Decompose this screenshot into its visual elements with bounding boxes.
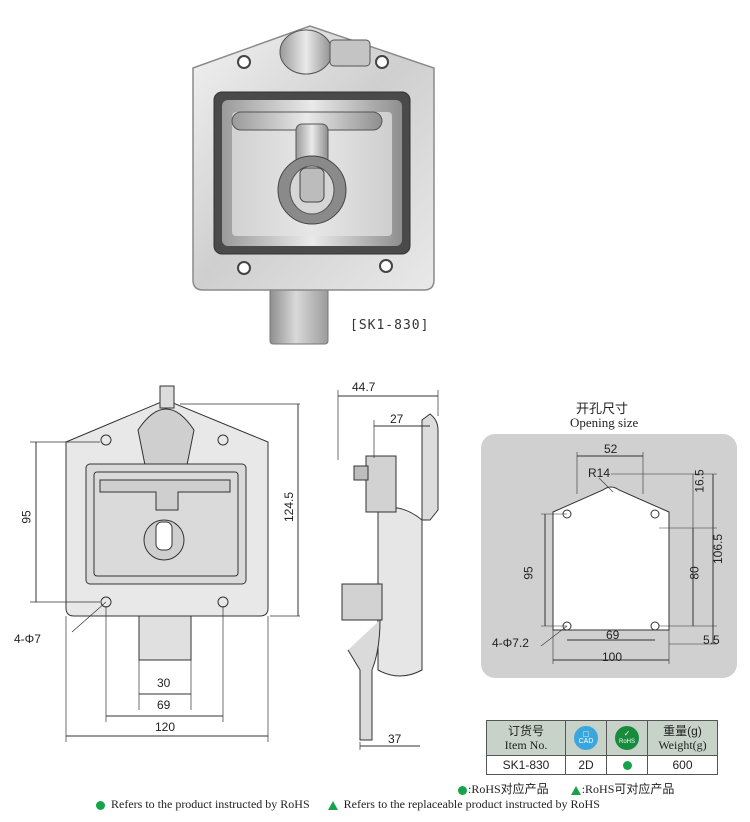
- side-view-drawing: [337, 390, 439, 750]
- header-item: 订货号 Item No.: [486, 720, 566, 756]
- dim-opening-overall-height: 106.5: [711, 533, 726, 565]
- row-rohs: [606, 755, 648, 775]
- row-weight: 600: [647, 755, 718, 775]
- dim-opening-overall-width: 100: [602, 650, 623, 664]
- legend-en: Refers to the product instructed by RoHS…: [96, 797, 600, 812]
- dim-opening-top-height: 16.5: [692, 469, 707, 493]
- dim-opening-hole-spacing: 69: [606, 628, 620, 642]
- header-item-en: Item No.: [504, 738, 548, 752]
- legend-cn: :RoHS对应产品 :RoHS可对应产品: [458, 780, 674, 797]
- rohs-label: RoHS: [618, 739, 635, 745]
- rohs-dot-icon: [622, 761, 632, 771]
- spec-table: 订货号 Item No. □CAD ✓RoHS 重量(g) Weight(g) …: [486, 720, 718, 775]
- dim-opening-holes: 4-Φ7.2: [492, 636, 529, 650]
- replaceable-triangle-icon: [327, 800, 338, 810]
- rohs-dot-icon: [96, 800, 105, 810]
- cad-label: CAD: [578, 738, 594, 745]
- legend-en-replace: Refers to the replaceable product instru…: [343, 797, 600, 811]
- spec-table-header: 订货号 Item No. □CAD ✓RoHS 重量(g) Weight(g): [486, 720, 718, 756]
- rohs-icon: ✓RoHS: [615, 726, 639, 750]
- dim-front-holes: 4-Φ7: [14, 632, 41, 646]
- header-cad: □CAD: [565, 720, 607, 756]
- legend-cn-rohs: :RoHS对应产品: [468, 782, 549, 796]
- dim-front-69: 69: [157, 698, 171, 712]
- dim-front-height: 95: [19, 510, 34, 524]
- dim-opening-radius: R14: [588, 466, 611, 480]
- dim-side-depth: 44.7: [352, 380, 376, 394]
- header-weight: 重量(g) Weight(g): [647, 720, 718, 756]
- dim-side-inner: 27: [390, 412, 404, 426]
- table-row: SK1-830 2D 600: [486, 755, 718, 775]
- header-rohs: ✓RoHS: [606, 720, 648, 756]
- opening-title-cn: 开孔尺寸: [576, 401, 629, 416]
- dim-opening-top-width: 52: [604, 442, 618, 456]
- front-view-drawing: [30, 385, 300, 742]
- legend-cn-replace: :RoHS可对应产品: [581, 782, 675, 796]
- dim-opening-inner-height: 80: [687, 566, 702, 580]
- row-item: SK1-830: [486, 755, 566, 775]
- opening-cutout-drawing: [540, 452, 717, 664]
- dim-side-shaft: 37: [388, 732, 402, 746]
- row-cad: 2D: [565, 755, 607, 775]
- header-weight-cn: 重量(g): [663, 724, 702, 738]
- dim-front-30: 30: [157, 676, 171, 690]
- legend-en-rohs: Refers to the product instructed by RoHS: [111, 797, 310, 811]
- rohs-dot-icon: [458, 785, 467, 795]
- replaceable-triangle-icon: [570, 785, 581, 795]
- dim-opening-left-height: 95: [521, 566, 536, 580]
- opening-title-en: Opening size: [570, 415, 639, 430]
- dim-front-overall-height: 124.5: [282, 491, 297, 523]
- header-item-cn: 订货号: [507, 724, 544, 738]
- cad-icon: □CAD: [574, 726, 598, 750]
- dim-front-120: 120: [155, 720, 176, 734]
- header-weight-en: Weight(g): [658, 738, 707, 752]
- product-photo: [192, 25, 435, 345]
- dim-opening-bottom-offset: 5.5: [703, 633, 720, 647]
- product-caption: [SK1-830]: [350, 318, 430, 333]
